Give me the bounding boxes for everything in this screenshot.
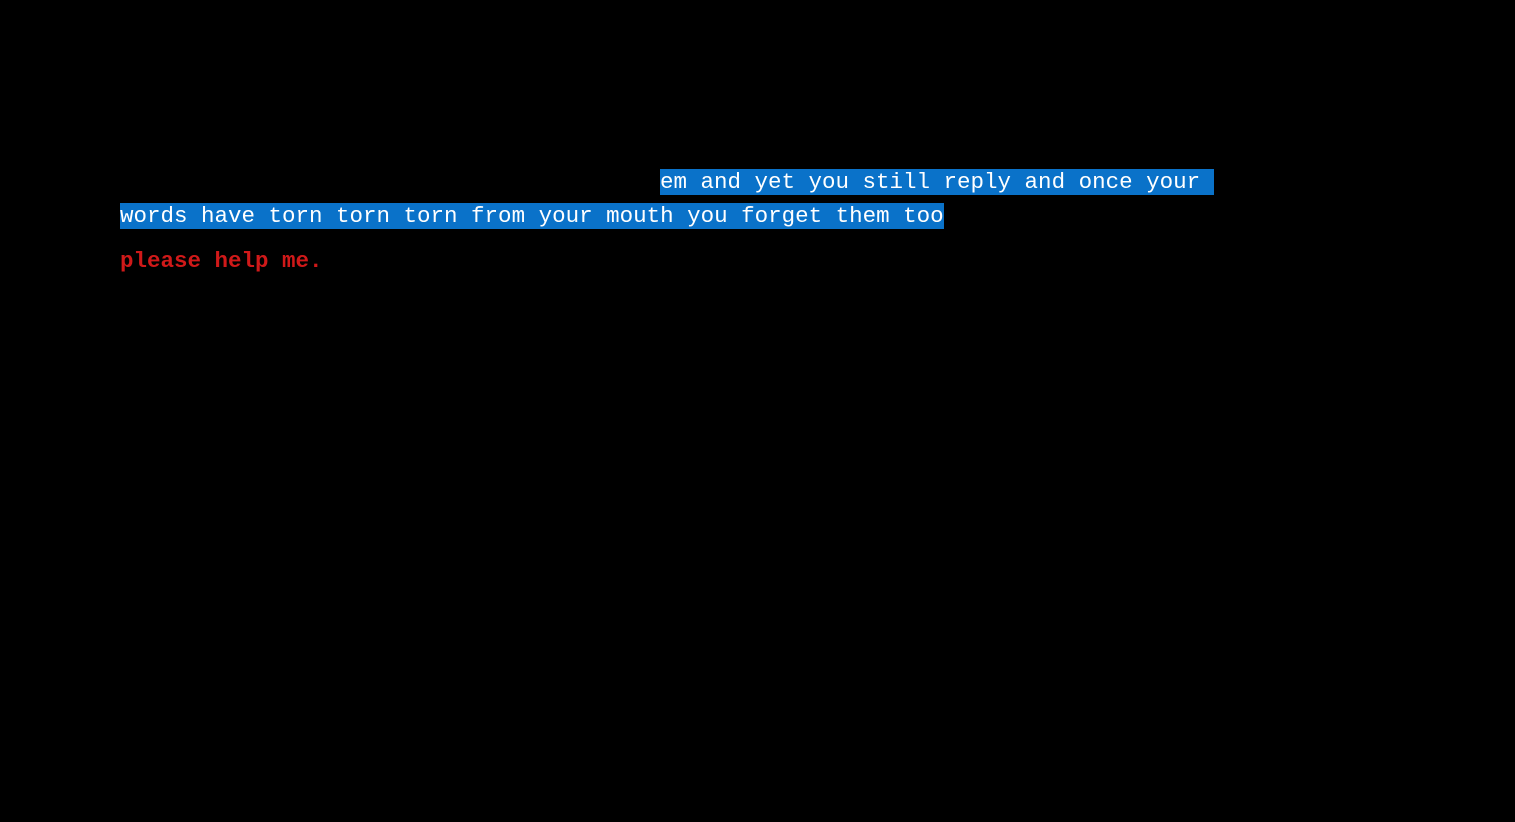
passage-line-2-selection[interactable]: words have torn torn torn from your mout…	[120, 203, 944, 229]
passage-line-2[interactable]: words have torn torn torn from your mout…	[120, 199, 1240, 233]
selected-passage[interactable]: em and yet you still reply and once your…	[120, 165, 1240, 233]
passage-line-1-selection[interactable]: em and yet you still reply and once your	[660, 169, 1214, 195]
plea-text: please help me.	[120, 248, 323, 274]
passage-line-1[interactable]: em and yet you still reply and once your	[120, 165, 1240, 199]
